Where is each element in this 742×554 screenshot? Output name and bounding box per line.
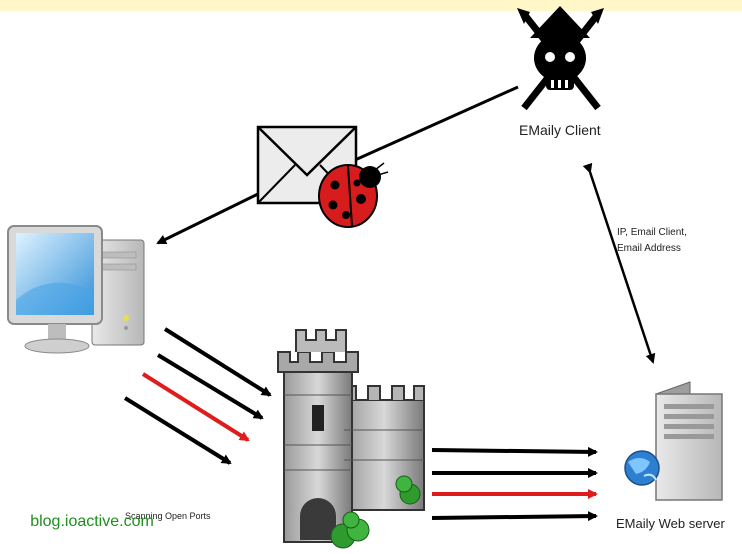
client-server-arrow (582, 162, 656, 364)
scanning-ports-label: Scanning Open Ports (125, 511, 211, 521)
pirate-skull-icon (517, 6, 604, 111)
info-line-1: IP, Email Client, (617, 227, 687, 238)
server-icon (624, 381, 723, 501)
top-band (0, 0, 742, 11)
ladybug-icon (318, 162, 389, 228)
castle-tower-icon (277, 329, 425, 549)
watermark-text: blog.ioactive.com (30, 513, 154, 530)
email-client-label: EMaily Client (519, 122, 601, 138)
server-arrows (431, 446, 598, 522)
info-line-2: Email Address (617, 243, 681, 254)
client-to-envelope-line (354, 85, 519, 162)
envelope-to-computer-arrow (156, 190, 263, 245)
scan-arrows (123, 327, 272, 465)
web-server-label: EMaily Web server (616, 516, 725, 531)
exchanged-info-label: IP, Email Client, Email Address (617, 225, 707, 257)
computer-icon (7, 225, 145, 354)
